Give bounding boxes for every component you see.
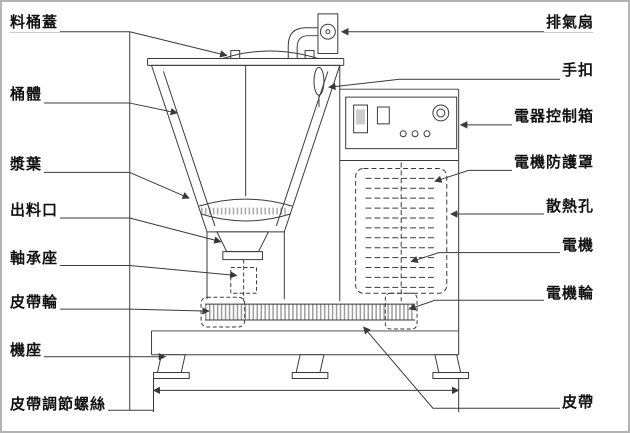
discharge-outlet	[216, 231, 270, 261]
exhaust-fan	[287, 13, 339, 59]
label-motor-wheel: 電機輪	[543, 285, 596, 303]
belt-and-pulleys	[200, 292, 418, 330]
label-hand-clasp: 手扣	[559, 62, 596, 80]
dimension-line	[152, 378, 460, 413]
label-motor: 電機	[559, 237, 596, 255]
label-control-box: 電器控制箱	[511, 108, 596, 126]
cabinet-frame	[206, 65, 460, 355]
label-belt-adjust-screw: 皮帶調節螺絲	[8, 396, 109, 414]
control-box	[345, 96, 458, 150]
barrel-lid	[222, 50, 319, 59]
label-discharge-outlet: 出料口	[8, 202, 61, 220]
hand-clasp	[313, 66, 325, 108]
label-bucket-lid: 料桶蓋	[8, 14, 61, 32]
machine-drawing	[147, 13, 470, 379]
label-belt: 皮帶	[559, 394, 596, 412]
label-exhaust-fan: 排氣扇	[543, 14, 596, 32]
paddle-blades	[198, 65, 293, 222]
motor-and-cover	[355, 162, 448, 302]
label-bearing-seat: 軸承座	[8, 250, 61, 268]
label-vent-holes: 散熱孔	[543, 198, 596, 216]
label-motor-cover: 電機防護罩	[511, 154, 596, 172]
bearing-seat	[230, 259, 258, 302]
machine-base	[151, 330, 470, 379]
label-machine-base: 機座	[8, 342, 45, 360]
label-paddle-blade: 漿葉	[8, 156, 45, 174]
label-barrel-body: 桶體	[8, 86, 45, 104]
label-belt-pulley: 皮帶輪	[8, 294, 61, 312]
